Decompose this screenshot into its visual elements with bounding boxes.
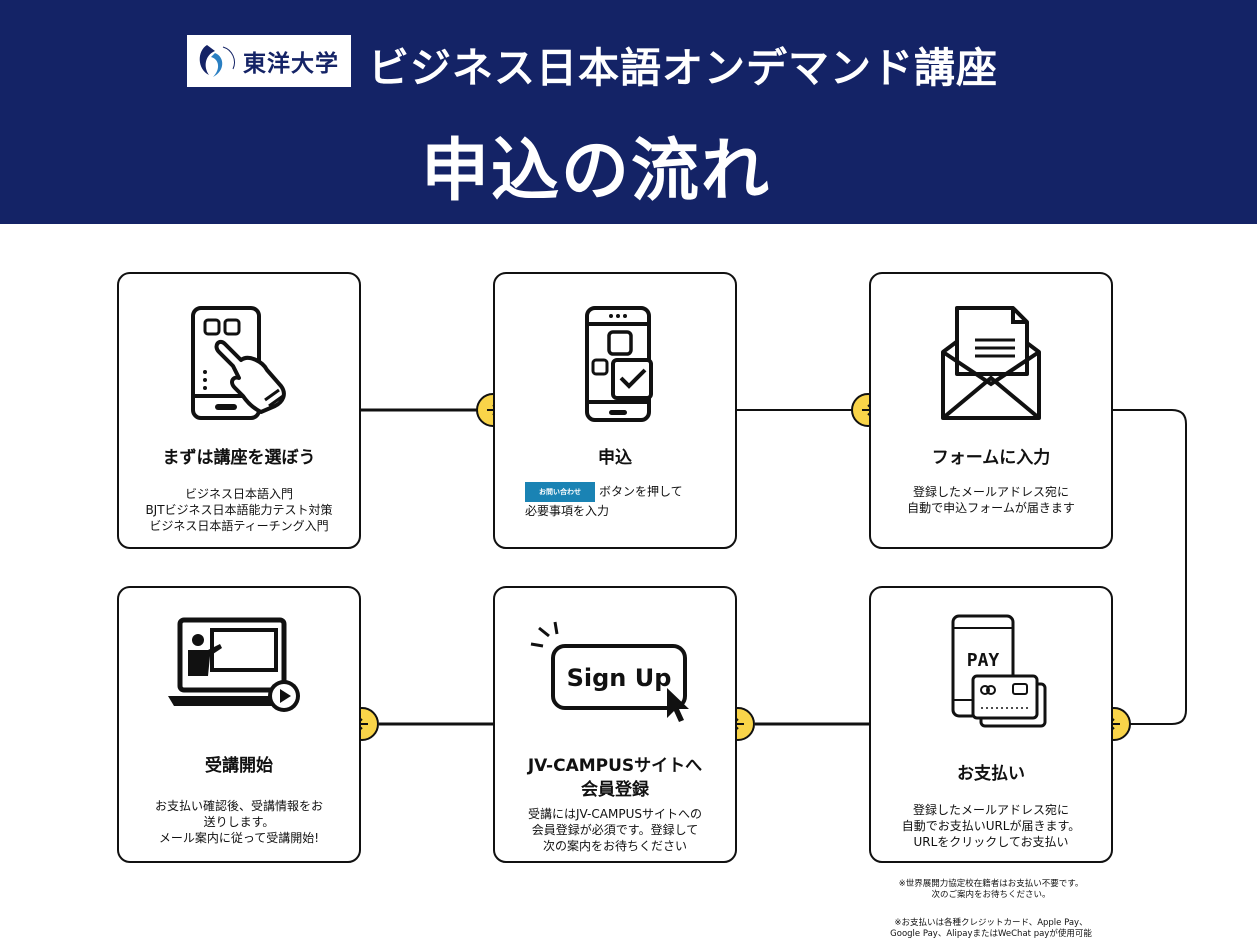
- page-title: 申込の流れ: [421, 132, 772, 211]
- step-description: 受講にはJV-CAMPUSサイトへの 会員登録が必須です。登録して 次の案内をお…: [528, 807, 702, 853]
- step-title: まずは講座を選ぼう: [162, 448, 316, 468]
- payment-notes: ※世界展開力協定校在籍者はお支払い不要です。 次のご案内をお待ちください。 ※お…: [868, 868, 1114, 940]
- step-title: お支払い: [957, 764, 1025, 784]
- step-title: 受講開始: [205, 756, 273, 776]
- signup-label: Sign Up: [567, 664, 672, 692]
- step-card-payment: PAY お支払い 登録したメールアドレス宛に 自動でお支払いURLが届きます。 …: [869, 586, 1113, 863]
- university-logo: 東洋大学: [187, 35, 351, 87]
- step-description: 登録したメールアドレス宛に 自動でお支払いURLが届きます。 URLをクリックし…: [901, 803, 1081, 849]
- step-title: フォームに入力: [931, 448, 1051, 468]
- header-banner: 東洋大学 ビジネス日本語オンデマンド講座 申込の流れ: [0, 0, 1257, 224]
- step-card-form-input: フォームに入力 登録したメールアドレス宛に 自動で申込フォームが届きます: [869, 272, 1113, 549]
- note-payment-methods: ※お支払いは各種クレジットカード、Apple Pay、 Google Pay、A…: [890, 918, 1092, 939]
- step-card-apply: 申込 お問い合わせボタンを押して 必要事項を入力: [493, 272, 737, 549]
- laptop-lecture-play-icon: [168, 617, 300, 712]
- envelope-letter-icon: [941, 306, 1041, 420]
- step-description: 登録したメールアドレス宛に 自動で申込フォームが届きます: [907, 485, 1075, 515]
- step-title: 申込: [598, 448, 632, 468]
- step-card-start-course: 受講開始 お支払い確認後、受講情報をお 送りします。 メール案内に従って受講開始…: [117, 586, 361, 863]
- phone-checkbox-icon: [585, 306, 653, 422]
- step-description-line1: ボタンを押して: [599, 484, 683, 499]
- note-exemption: ※世界展開力協定校在籍者はお支払い不要です。 次のご案内をお待ちください。: [898, 879, 1084, 900]
- step-title: JV-CAMPUSサイトへ 会員登録: [527, 756, 703, 800]
- phone-pay-card-icon: PAY: [951, 614, 1047, 728]
- step-description-line2: 必要事項を入力: [525, 504, 610, 518]
- sign-up-cursor-icon: Sign Up: [530, 621, 689, 722]
- contact-button[interactable]: お問い合わせ: [525, 482, 595, 502]
- step-card-choose-course: まずは講座を選ぼう ビジネス日本語入門 BJTビジネス日本語能力テスト対策 ビジ…: [117, 272, 361, 549]
- logo-text: 東洋大学: [243, 51, 339, 77]
- step-description: お支払い確認後、受講情報をお 送りします。 メール案内に従って受講開始!: [154, 799, 323, 845]
- step-description: お問い合わせボタンを押して 必要事項を入力: [495, 482, 735, 520]
- tablet-tap-icon: [191, 306, 286, 420]
- step-description: ビジネス日本語入門 BJTビジネス日本語能力テスト対策 ビジネス日本語ティーチン…: [145, 487, 333, 533]
- pay-label: PAY: [967, 650, 1000, 671]
- step-card-signup: Sign Up JV-CAMPUSサイトへ 会員登録 受講にはJV-CAMPUS…: [493, 586, 737, 863]
- course-title: ビジネス日本語オンデマンド講座: [368, 44, 998, 92]
- toyo-logo-icon: [199, 45, 235, 77]
